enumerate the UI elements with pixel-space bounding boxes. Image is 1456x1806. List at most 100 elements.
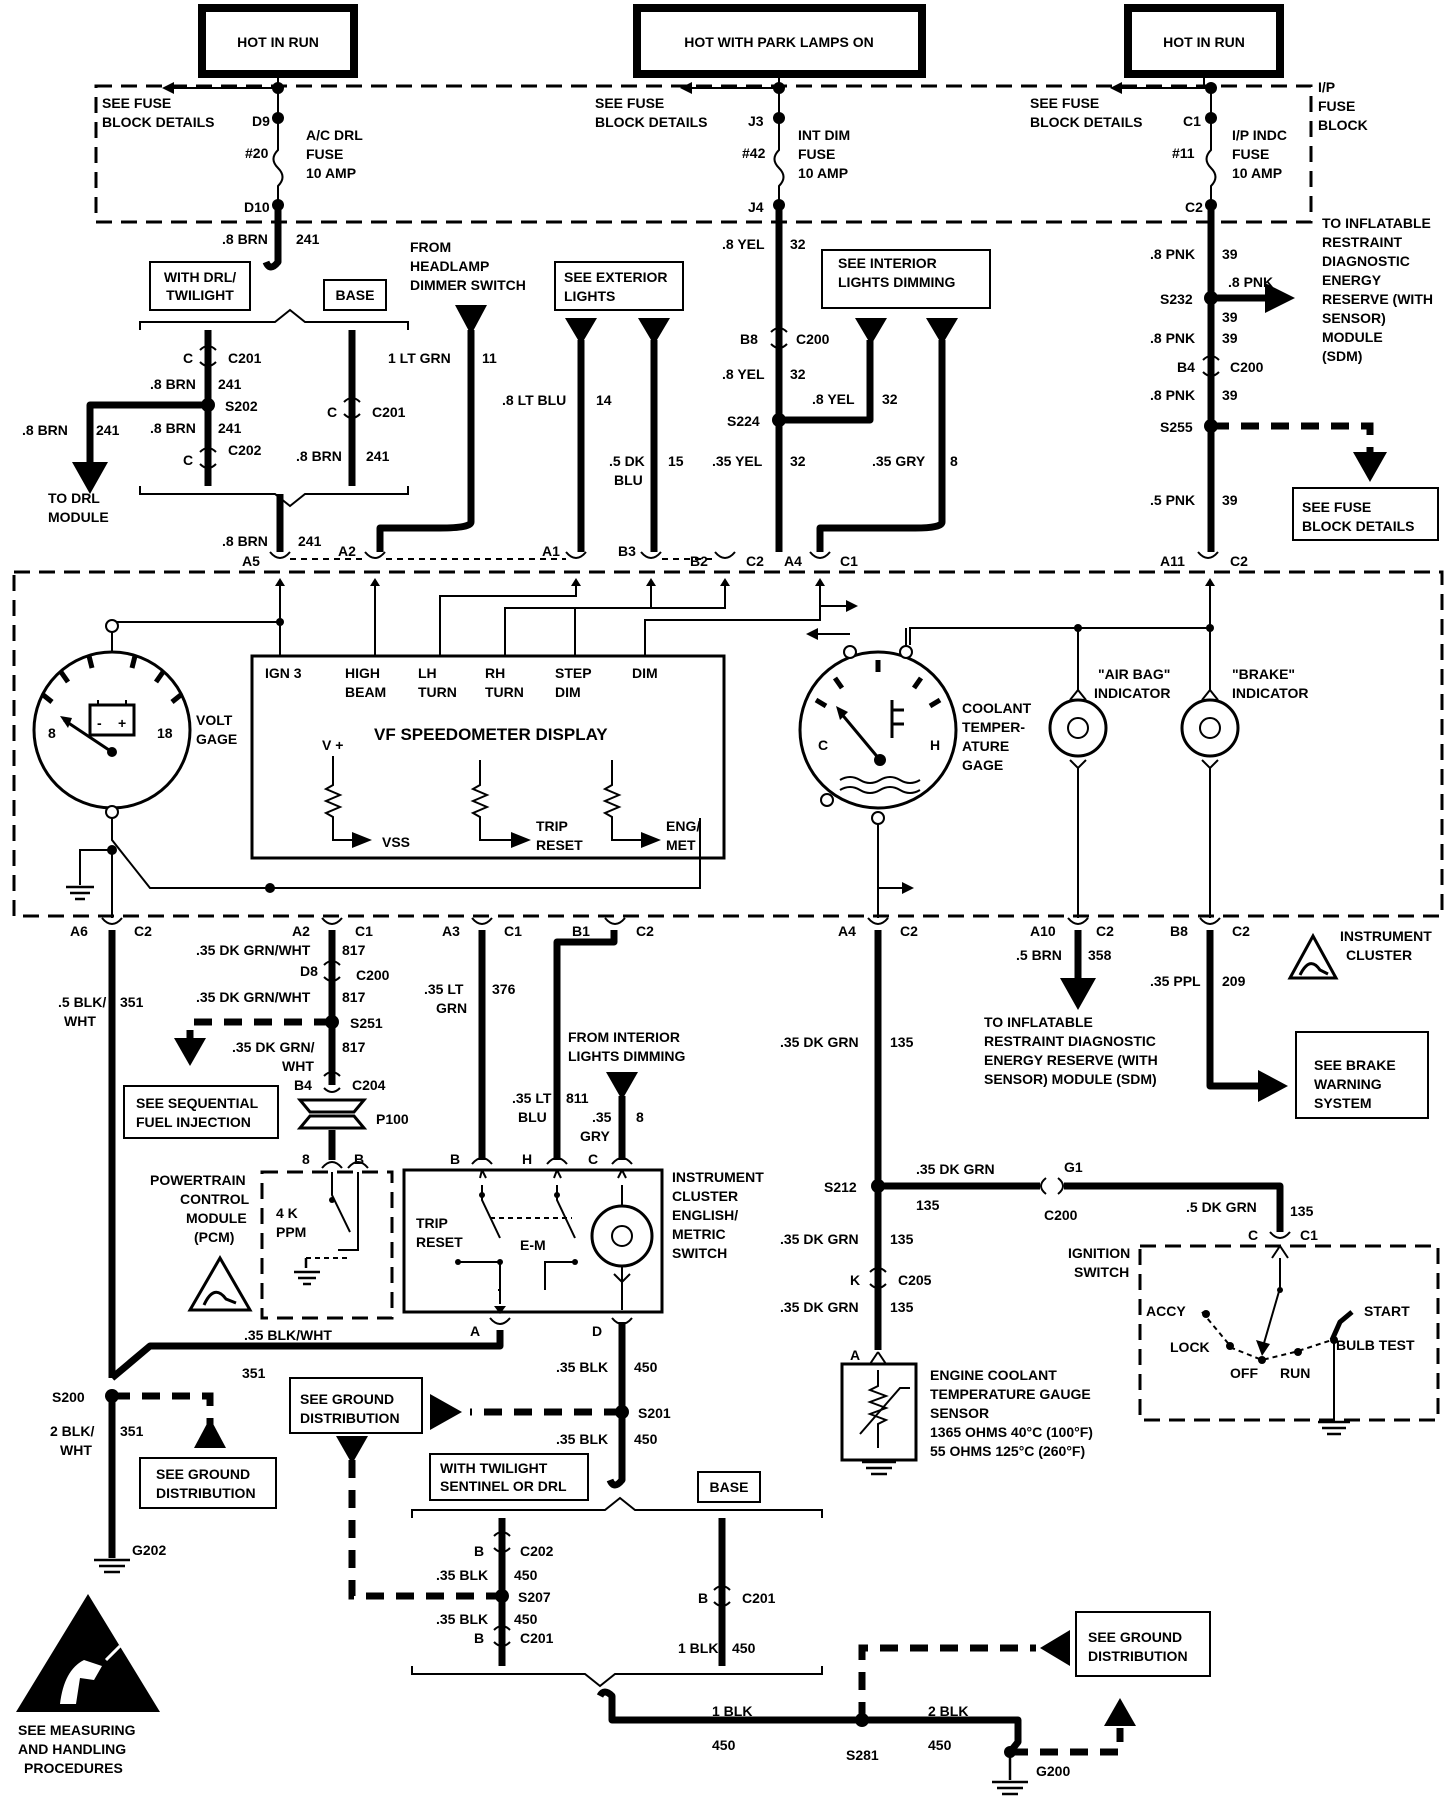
svg-text:STEP: STEP xyxy=(555,665,592,681)
svg-text:P100: P100 xyxy=(376,1111,409,1127)
svg-text:INSTRUMENT: INSTRUMENT xyxy=(1340,928,1432,944)
svg-text:RESTRAINT: RESTRAINT xyxy=(1322,234,1403,250)
svg-text:2 BLK: 2 BLK xyxy=(928,1703,968,1719)
power-source-hot-in-run-right: HOT IN RUN xyxy=(1124,4,1284,78)
svg-text:SENSOR: SENSOR xyxy=(930,1405,989,1421)
svg-text:SENSOR) MODULE (SDM): SENSOR) MODULE (SDM) xyxy=(984,1071,1157,1087)
svg-text:A4: A4 xyxy=(838,923,856,939)
svg-text:C200: C200 xyxy=(796,331,830,347)
svg-text:.35 DK GRN: .35 DK GRN xyxy=(780,1299,859,1315)
svg-text:HIGH: HIGH xyxy=(345,665,380,681)
svg-text:209: 209 xyxy=(1222,973,1246,989)
svg-text:COOLANT: COOLANT xyxy=(962,700,1032,716)
svg-text:SWITCH: SWITCH xyxy=(1074,1264,1129,1280)
svg-text:SEE GROUND: SEE GROUND xyxy=(1088,1629,1182,1645)
svg-text:BASE: BASE xyxy=(336,287,375,303)
svg-text:C201: C201 xyxy=(372,404,406,420)
svg-text:39: 39 xyxy=(1222,387,1238,403)
svg-text:S201: S201 xyxy=(638,1405,671,1421)
svg-text:.35 BLK: .35 BLK xyxy=(436,1567,488,1583)
svg-text:ENERGY: ENERGY xyxy=(1322,272,1382,288)
svg-text:INSTRUMENT: INSTRUMENT xyxy=(672,1169,764,1185)
cluster-bottom-connectors: A6 C2 A2 C1 A3 C1 B1 C2 A4 C2 A10 C2 B8 … xyxy=(70,917,1250,939)
svg-text:10 AMP: 10 AMP xyxy=(1232,165,1282,181)
volt-gage: VOLT -+ 8 18 VOLT GAGE xyxy=(32,650,701,918)
svg-text:.8 YEL: .8 YEL xyxy=(812,391,855,407)
svg-text:TO INFLATABLE: TO INFLATABLE xyxy=(984,1014,1093,1030)
svg-text:S281: S281 xyxy=(846,1747,879,1763)
svg-text:A11: A11 xyxy=(1160,553,1185,569)
svg-text:A/C DRL: A/C DRL xyxy=(306,127,363,143)
svg-text:FROM: FROM xyxy=(410,239,451,255)
svg-text:GRY: GRY xyxy=(580,1128,610,1144)
svg-text:RESTRAINT DIAGNOSTIC: RESTRAINT DIAGNOSTIC xyxy=(984,1033,1156,1049)
svg-text:.8 BRN: .8 BRN xyxy=(222,231,268,247)
svg-text:SEE FUSE: SEE FUSE xyxy=(102,95,171,111)
svg-text:376: 376 xyxy=(492,981,516,997)
svg-text:S251: S251 xyxy=(350,1015,383,1031)
svg-text:241: 241 xyxy=(218,376,242,392)
svg-text:IGNITION: IGNITION xyxy=(1068,1245,1130,1261)
svg-text:TURN: TURN xyxy=(418,684,457,700)
svg-text:ENG/: ENG/ xyxy=(666,818,700,834)
svg-text:C205: C205 xyxy=(898,1272,932,1288)
svg-text:C: C xyxy=(327,404,337,420)
svg-text:8: 8 xyxy=(636,1109,644,1125)
svg-text:MODULE: MODULE xyxy=(1322,329,1383,345)
svg-text:450: 450 xyxy=(514,1567,538,1583)
svg-text:CONTROL: CONTROL xyxy=(180,1191,250,1207)
svg-text:14: 14 xyxy=(596,392,612,408)
svg-text:241: 241 xyxy=(296,231,320,247)
svg-text:SEE EXTERIOR: SEE EXTERIOR xyxy=(564,269,667,285)
svg-text:HOT WITH PARK LAMPS ON: HOT WITH PARK LAMPS ON xyxy=(684,34,874,50)
svg-text:135: 135 xyxy=(916,1197,940,1213)
svg-text:GAGE: GAGE xyxy=(962,757,1003,773)
svg-text:WARNING: WARNING xyxy=(1314,1076,1382,1092)
svg-text:D10: D10 xyxy=(244,199,270,215)
svg-text:DIM: DIM xyxy=(555,684,581,700)
svg-text:ENGINE COOLANT: ENGINE COOLANT xyxy=(930,1367,1057,1383)
svg-text:START: START xyxy=(1364,1303,1410,1319)
svg-text:LIGHTS DIMMING: LIGHTS DIMMING xyxy=(838,274,956,290)
svg-text:.8 PNK: .8 PNK xyxy=(1150,330,1195,346)
svg-text:"BRAKE": "BRAKE" xyxy=(1232,666,1295,682)
svg-text:C2: C2 xyxy=(746,553,764,569)
svg-text:.35: .35 xyxy=(592,1109,612,1125)
svg-text:FUEL INJECTION: FUEL INJECTION xyxy=(136,1114,251,1130)
svg-text:HOT IN RUN: HOT IN RUN xyxy=(1163,34,1245,50)
svg-text:450: 450 xyxy=(514,1611,538,1627)
svg-text:B: B xyxy=(474,1543,484,1559)
svg-text:C1: C1 xyxy=(1300,1227,1318,1243)
svg-text:#42: #42 xyxy=(742,145,766,161)
svg-text:SEE GROUND: SEE GROUND xyxy=(156,1466,250,1482)
svg-text:RESET: RESET xyxy=(416,1234,463,1250)
esd-warning-icon xyxy=(16,1594,160,1712)
svg-text:BLOCK DETAILS: BLOCK DETAILS xyxy=(595,114,708,130)
svg-text:D9: D9 xyxy=(252,113,270,129)
svg-text:.35 DK GRN: .35 DK GRN xyxy=(780,1231,859,1247)
svg-text:H: H xyxy=(522,1151,532,1167)
svg-text:39: 39 xyxy=(1222,330,1238,346)
svg-text:55 OHMS 125°C (260°F): 55 OHMS 125°C (260°F) xyxy=(930,1443,1085,1459)
headlamp-dimmer-wire: FROM HEADLAMP DIMMER SWITCH 1 LT GRN 11 xyxy=(376,239,526,552)
svg-text:#11: #11 xyxy=(1172,145,1195,161)
svg-text:RESET: RESET xyxy=(536,837,583,853)
svg-text:A3: A3 xyxy=(442,923,460,939)
svg-text:C1: C1 xyxy=(1183,113,1201,129)
svg-text:FUSE: FUSE xyxy=(306,146,343,162)
svg-text:V +: V + xyxy=(322,737,343,753)
measuring-procedures-label: SEE MEASURING AND HANDLING PROCEDURES xyxy=(18,1722,136,1776)
svg-text:10 AMP: 10 AMP xyxy=(306,165,356,181)
svg-text:E-M: E-M xyxy=(520,1237,546,1253)
svg-text:.8 PNK: .8 PNK xyxy=(1228,274,1273,290)
fuse-block-title: I/P FUSE BLOCK xyxy=(1318,79,1368,133)
engine-coolant-sensor: ENGINE COOLANT TEMPERATURE GAUGE SENSOR … xyxy=(840,1351,1093,1476)
svg-text:135: 135 xyxy=(890,1034,914,1050)
svg-text:B1: B1 xyxy=(572,923,590,939)
svg-text:B8: B8 xyxy=(1170,923,1188,939)
svg-text:817: 817 xyxy=(342,989,366,1005)
svg-text:.8 BRN: .8 BRN xyxy=(22,422,68,438)
svg-text:351: 351 xyxy=(120,994,144,1010)
svg-text:C201: C201 xyxy=(228,350,262,366)
svg-text:VOLT: VOLT xyxy=(196,712,233,728)
